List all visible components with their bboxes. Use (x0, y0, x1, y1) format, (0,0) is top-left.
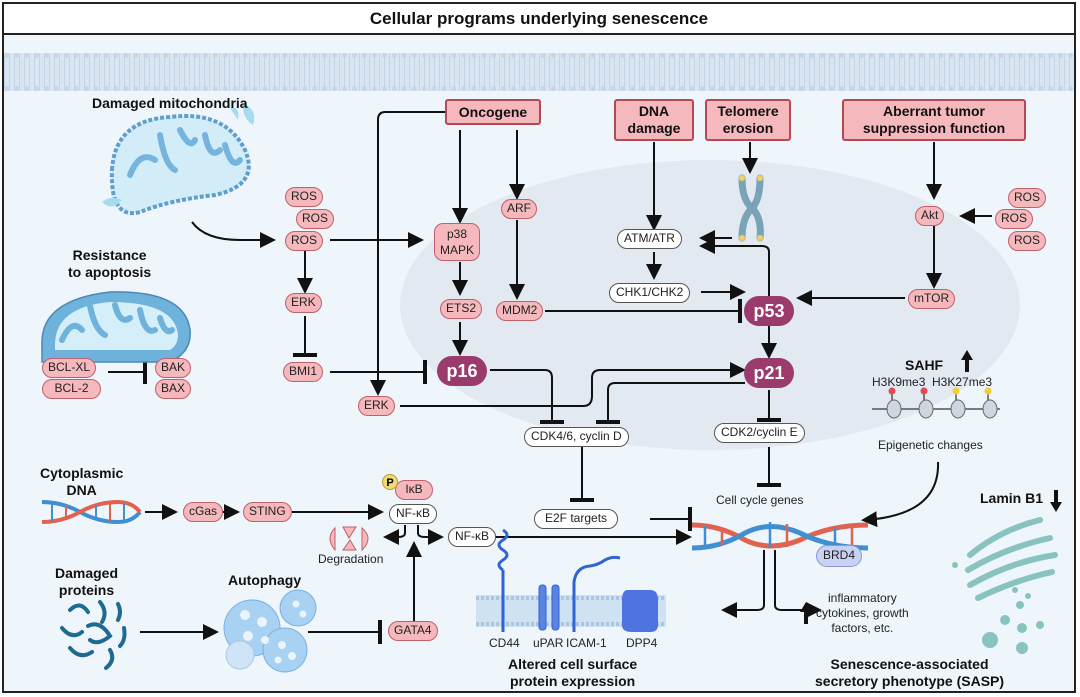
phosphate-icon: P (382, 474, 398, 490)
akt-node: Akt (915, 206, 945, 226)
e2f-targets-node: E2F targets (534, 509, 619, 529)
input-aberrant-tumor-suppression: Aberrant tumor suppression function (842, 99, 1026, 141)
lamin-b1-label: Lamin B1 (980, 490, 1044, 506)
h3k27me3-mark (984, 387, 992, 395)
cd44-protein-icon (497, 528, 509, 632)
input-oncogene: Oncogene (445, 99, 541, 125)
bcl-xl-node: BCL-XL (42, 358, 97, 378)
resistance-apoptosis-label: Resistance to apoptosis (68, 247, 152, 280)
arrow-genes-surface (721, 550, 765, 618)
dpp4-protein-icon (622, 590, 658, 632)
surface-protein-label-icam1: ICAM-1 (566, 636, 607, 650)
erk-node-2: ERK (358, 396, 395, 416)
p53-hub: p53 (744, 296, 794, 326)
icam1-protein-icon (572, 555, 621, 632)
cdk2-cyclin-e-node: CDK2/cyclin E (714, 423, 805, 443)
surface-protein-label-dpp4: DPP4 (626, 636, 658, 650)
damaged-proteins-label: Damaged proteins (55, 565, 119, 598)
p21-hub: p21 (744, 358, 794, 388)
ros-node: ROS (296, 209, 335, 229)
sasp-vesicles-icon (952, 562, 1044, 654)
figure-title: Cellular programs underlying senescence (4, 4, 1074, 35)
sahf-label: SAHF (905, 357, 944, 373)
arrow-p53-atm (699, 238, 770, 296)
ets2-node: ETS2 (440, 299, 483, 319)
brd4-node: BRD4 (816, 545, 863, 567)
input-dna-damage: DNA damage (614, 99, 694, 141)
bmi1-node: BMI1 (283, 362, 324, 382)
erk-node: ERK (285, 293, 322, 313)
chromosome-icon (738, 174, 764, 242)
arrow-nfkb-degradation (383, 525, 406, 545)
cdk46-cyclin-d-node: CDK4/6, cyclin D (524, 427, 629, 447)
degradation-fragments-icon (329, 526, 369, 552)
altered-surface-label: Altered cell surface protein expression (508, 656, 638, 689)
arrow-mito-ros (191, 221, 276, 248)
arrow-erk-p21 (400, 362, 746, 407)
autophagosome-icon (223, 589, 317, 673)
ikb-node: IκB (395, 480, 433, 500)
h3k9me3-mark (920, 387, 928, 395)
h3k27me3-label: H3K27me3 (932, 375, 993, 389)
ros-node: ROS (285, 187, 324, 207)
cytoplasmic-dna-label: Cytoplasmic DNA (40, 465, 124, 498)
ros-node: ROS (1008, 188, 1047, 208)
increase-arrow-icon (800, 602, 812, 624)
surface-protein-label-cd44: CD44 (489, 636, 520, 650)
decrease-arrow-icon (1050, 490, 1062, 512)
increase-arrow-icon (961, 350, 973, 372)
ros-node: ROS (285, 231, 324, 251)
cell-membrane (4, 53, 1074, 91)
cell-cycle-genes-dna-icon (691, 522, 869, 551)
h3k9me3-label: H3K9me3 (872, 375, 926, 389)
h3k27me3-mark (952, 387, 960, 395)
damaged-proteins-icon (60, 600, 127, 670)
bcl-2-node: BCL-2 (42, 379, 101, 399)
sasp-factors-label: inflammatory cytokines, growth factors, … (816, 591, 909, 635)
nfkb-node: NF-κB (389, 504, 437, 524)
bax-node: BAX (155, 379, 192, 399)
sasp-label: Senescence-associated secretory phenotyp… (815, 656, 1005, 689)
h3k9me3-mark (888, 387, 896, 395)
nucleosome-chain-icon (872, 387, 1000, 419)
cytoplasmic-dna-icon (41, 499, 142, 525)
degradation-label: Degradation (318, 552, 384, 566)
autophagy-label: Autophagy (228, 572, 302, 588)
golgi-icon (965, 517, 1058, 601)
input-telomere-erosion: Telomere erosion (705, 99, 791, 141)
chk1-chk2-node: CHK1/CHK2 (609, 283, 691, 303)
atm-atr-node: ATM/ATR (617, 229, 682, 249)
mdm2-node: MDM2 (496, 301, 544, 321)
epigenetic-changes-label: Epigenetic changes (878, 438, 983, 452)
damaged-mitochondria-icon (102, 103, 255, 216)
bak-node: BAK (155, 358, 192, 378)
arrow-genes-sasp (774, 550, 822, 618)
arrow-oncogene-erk (370, 111, 445, 396)
p16-hub: p16 (437, 356, 487, 386)
ros-node: ROS (995, 209, 1034, 229)
nfkb-free-node: NF-κB (448, 527, 496, 547)
arrow-nfkb-release (417, 525, 444, 545)
arrow-epigenetic-genes (861, 461, 940, 528)
cell-cycle-genes-label: Cell cycle genes (716, 493, 804, 507)
inhibit-p21-cdk46 (596, 382, 745, 424)
damaged-mitochondria-label: Damaged mitochondria (92, 95, 248, 111)
p38-mapk-node: p38 MAPK (434, 223, 481, 261)
cgas-node: cGas (183, 502, 224, 522)
inhibit-p16-cdk46 (490, 369, 564, 424)
arf-node: ARF (501, 199, 537, 219)
mtor-node: mTOR (908, 289, 956, 309)
gata4-node: GATA4 (388, 621, 438, 641)
ros-node: ROS (1008, 231, 1047, 251)
upar-protein-icon (538, 584, 560, 631)
mitochondria-icon (41, 291, 191, 363)
surface-protein-label-upar: uPAR (533, 636, 564, 650)
sting-node: STING (243, 502, 292, 522)
